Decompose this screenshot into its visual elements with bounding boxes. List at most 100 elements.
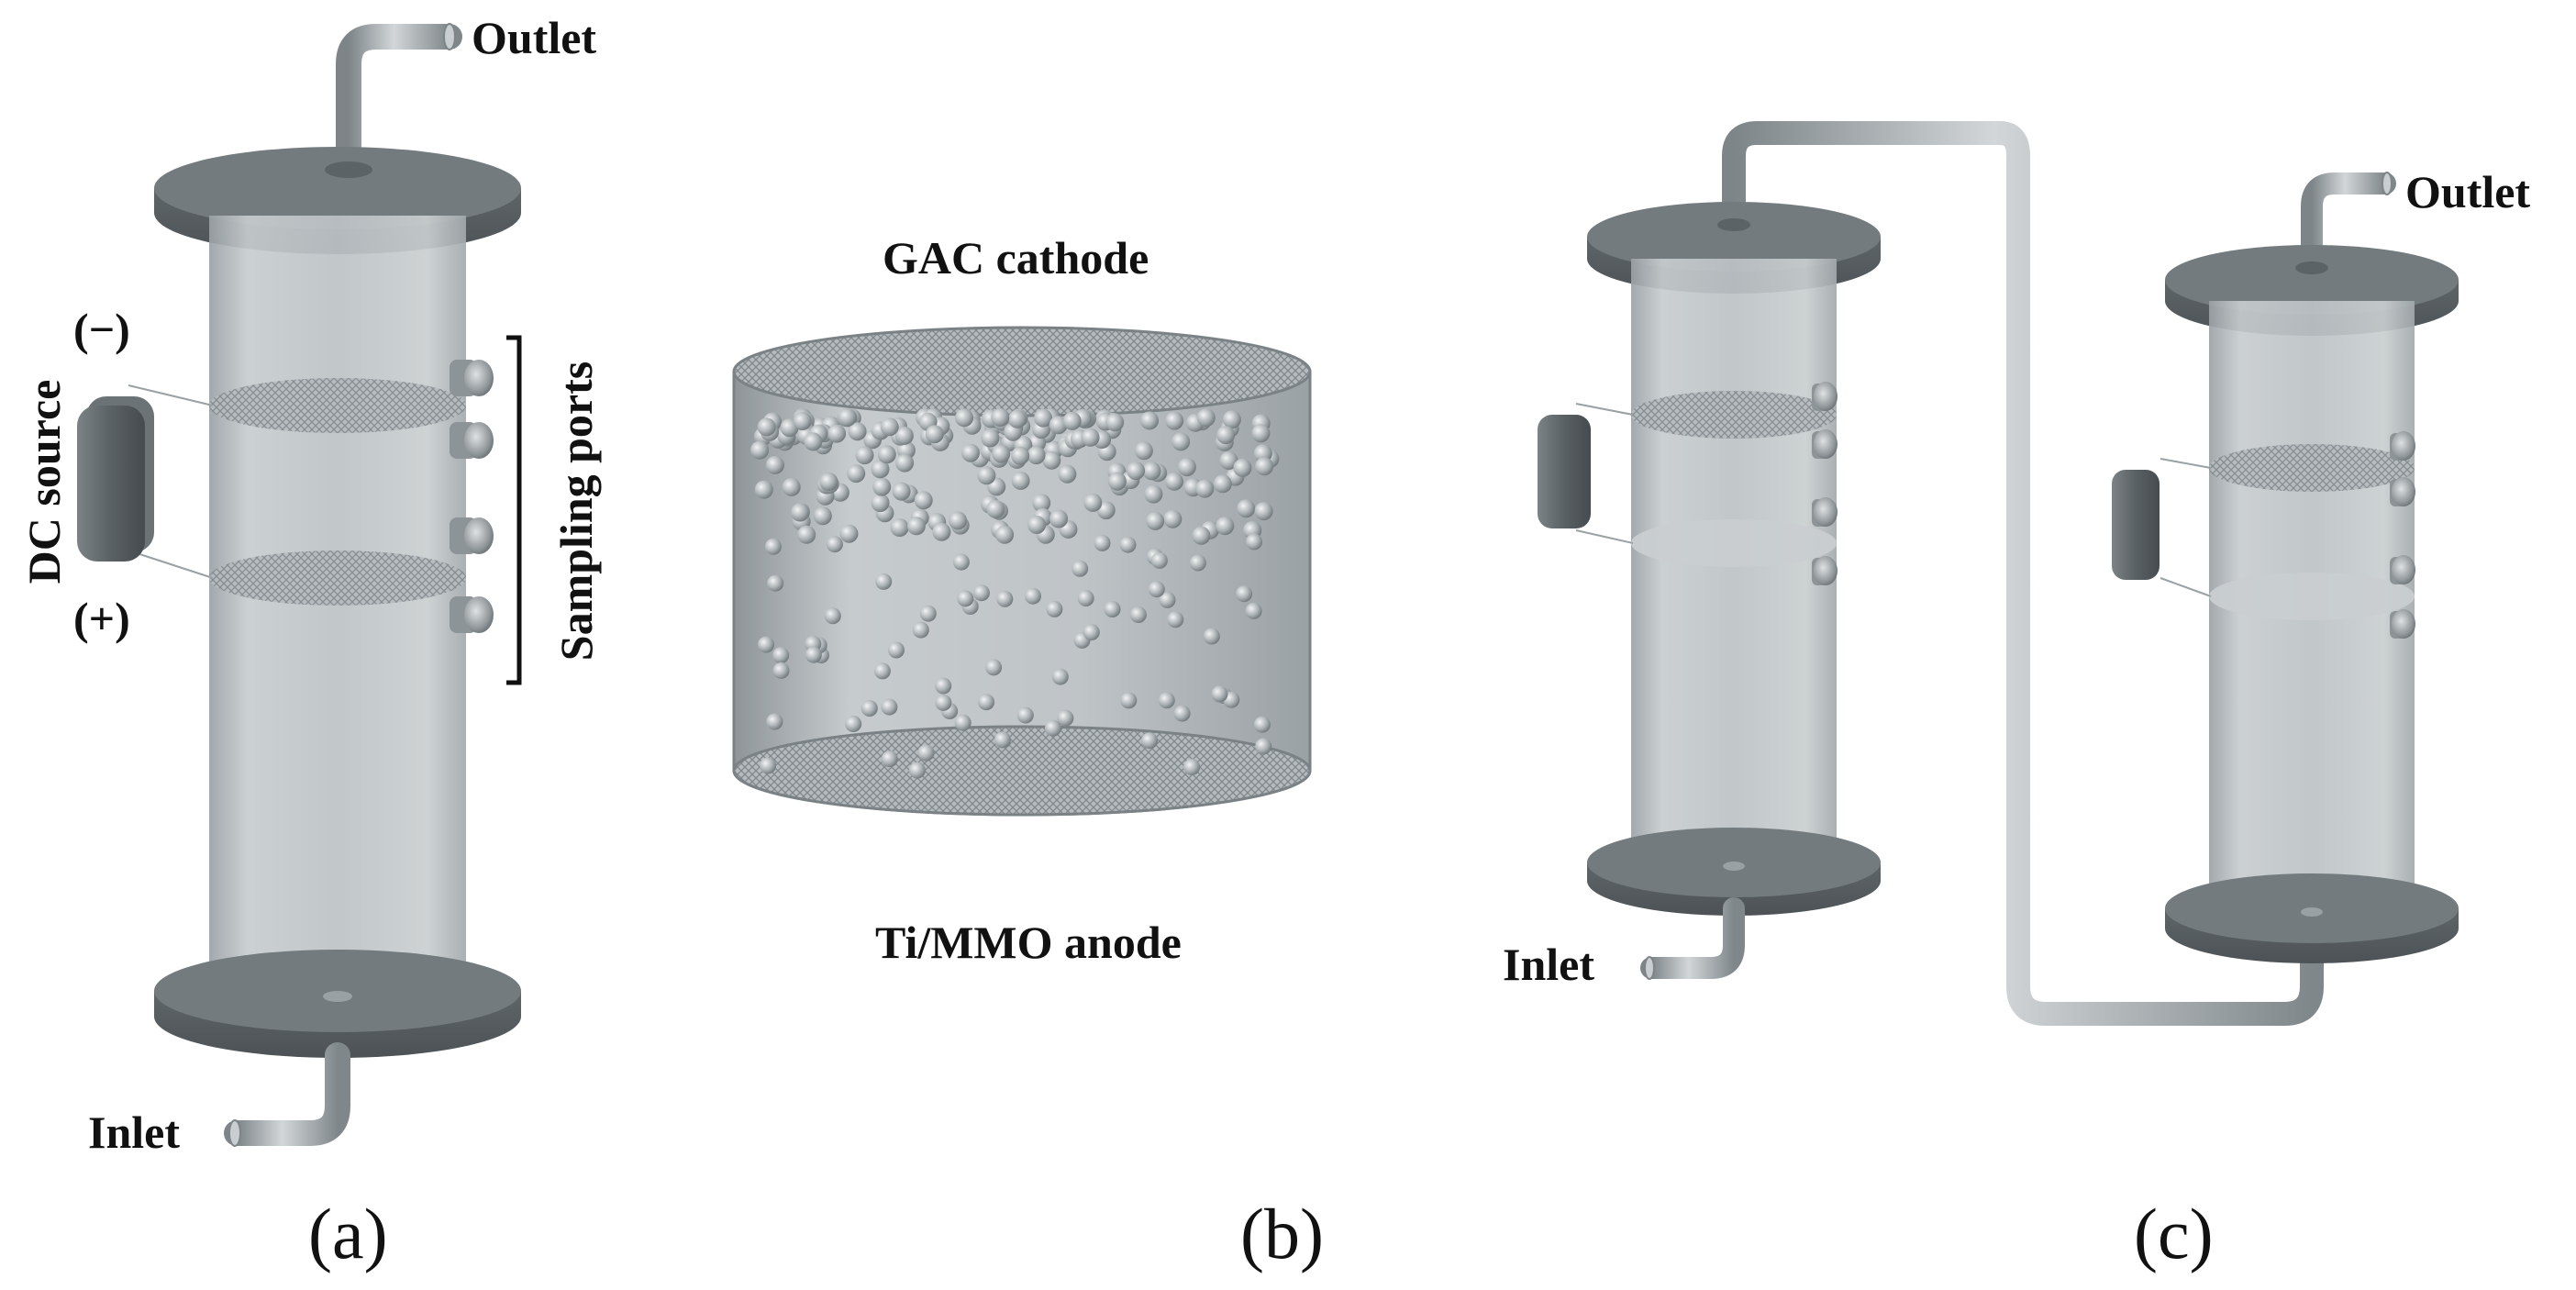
- gac-granule: [981, 428, 1000, 448]
- gac-granule: [914, 491, 933, 510]
- gac-granule: [1042, 450, 1061, 470]
- gac-granule: [757, 417, 776, 437]
- gac-granule: [1196, 408, 1216, 428]
- gac-granule: [766, 713, 783, 730]
- gac-granule: [1144, 484, 1163, 504]
- gac-granule: [935, 694, 952, 711]
- gac-granule: [760, 757, 777, 774]
- anode-label: Ti/MMO anode: [875, 917, 1182, 968]
- gac-granule: [1211, 685, 1228, 703]
- gac-granule: [1104, 601, 1121, 617]
- gac-granule: [972, 584, 990, 602]
- gac-granule: [996, 590, 1014, 607]
- minus-terminal-label: (−): [73, 304, 130, 355]
- plus-terminal-label: (+): [73, 593, 130, 644]
- gac-granule: [991, 408, 1010, 427]
- gac-granule: [890, 518, 909, 537]
- gac-granule: [1025, 587, 1041, 605]
- gac-granule: [750, 440, 770, 460]
- gac-granule: [1148, 581, 1165, 598]
- gac-granule: [912, 621, 929, 639]
- gac-granule: [888, 641, 905, 659]
- gac-granule: [767, 574, 784, 592]
- dc-source-box: [77, 396, 154, 562]
- cathode-mesh: [209, 378, 466, 433]
- gac-granule: [875, 573, 893, 590]
- gac-granule: [1105, 413, 1125, 432]
- panel-c: [1538, 121, 2459, 1026]
- gac-granule: [1049, 416, 1068, 435]
- gac-granule: [847, 464, 866, 484]
- gac-granule: [1192, 526, 1211, 545]
- gac-granules: [750, 408, 1280, 779]
- gac-granule: [917, 744, 935, 762]
- gac-granule: [797, 525, 816, 544]
- gac-granule: [1094, 534, 1111, 551]
- gac-granule: [782, 477, 801, 496]
- gac-granule: [1077, 590, 1094, 606]
- gac-granule: [1163, 509, 1183, 528]
- gac-granule: [873, 662, 891, 680]
- gac-granule: [1027, 446, 1046, 465]
- gac-granule: [1246, 533, 1262, 550]
- gac-granule: [957, 590, 974, 607]
- gac-granule: [1167, 611, 1184, 628]
- gac-granule: [754, 480, 773, 499]
- gac-granule: [932, 522, 951, 541]
- gac-granule: [1165, 411, 1184, 430]
- bottom-plate: [154, 950, 521, 1058]
- gac-granule: [1213, 474, 1232, 494]
- gac-granule: [1049, 509, 1069, 528]
- gac-granule: [986, 499, 1005, 518]
- gac-granule: [1189, 554, 1206, 572]
- gac-granule: [1044, 719, 1061, 737]
- gac-granule: [994, 731, 1011, 749]
- gac-granule: [919, 605, 937, 622]
- gac-granule: [1203, 628, 1220, 645]
- gac-granule: [845, 716, 862, 732]
- gac-granule: [1141, 732, 1158, 750]
- gac-granule: [1140, 411, 1159, 430]
- anode-plate: [732, 725, 1312, 817]
- gac-granule: [764, 538, 782, 555]
- gac-granule: [871, 494, 890, 513]
- gac-granule: [871, 460, 890, 479]
- gac-granule: [1237, 499, 1256, 518]
- gac-granule: [1011, 446, 1030, 465]
- gac-granule: [935, 677, 952, 695]
- gac-granule: [1051, 668, 1069, 685]
- gac-granule: [1233, 458, 1252, 477]
- gac-granule: [880, 417, 899, 437]
- gac-granule: [949, 511, 968, 530]
- gac-granule: [819, 473, 838, 491]
- gac-granule: [925, 425, 944, 444]
- gac-granule: [952, 553, 970, 571]
- gac-granule: [1083, 624, 1100, 641]
- gac-granule: [1251, 424, 1271, 443]
- gac-granule: [804, 432, 823, 451]
- column-1: [1538, 202, 1881, 980]
- gac-granule: [1034, 408, 1053, 428]
- gac-granule: [839, 524, 859, 543]
- gac-granule: [772, 662, 790, 679]
- gac-granule: [892, 482, 911, 501]
- gac-granule: [765, 455, 784, 474]
- outlet-label-c: Outlet: [2405, 166, 2531, 217]
- inlet-label-c: Inlet: [1503, 939, 1594, 990]
- gac-granule: [961, 443, 980, 462]
- gac-granule: [1011, 471, 1030, 490]
- gac-granule: [1142, 462, 1161, 481]
- inlet-pipe-c: [1640, 897, 1745, 979]
- caption-a: (a): [308, 1194, 388, 1273]
- gac-granule: [1120, 692, 1138, 709]
- column-2: [2112, 172, 2459, 963]
- gac-granule: [1253, 716, 1271, 733]
- gac-granule: [1255, 738, 1272, 755]
- gac-granule: [805, 646, 822, 663]
- gac-granule: [1127, 462, 1146, 481]
- gac-granule: [895, 453, 915, 473]
- gac-granule: [1222, 410, 1241, 429]
- gac-granule: [954, 714, 972, 731]
- gac-granule: [827, 424, 847, 443]
